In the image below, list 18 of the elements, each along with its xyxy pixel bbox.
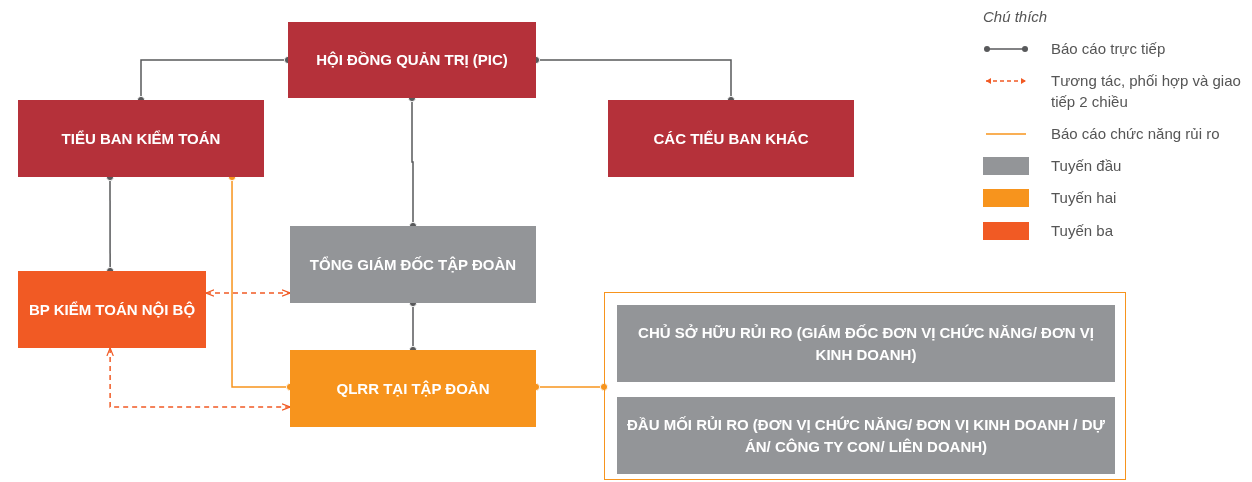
board-box: HỘI ĐỒNG QUẢN TRỊ (PIC) [288, 22, 536, 98]
legend-label: Báo cáo chức năng rủi ro [1051, 123, 1220, 144]
legend-title: Chú thích [983, 8, 1048, 25]
legend-label: Tuyến hai [1051, 188, 1117, 209]
legend-label: Tuyến đầu [1051, 156, 1122, 176]
risk-owner-box: CHỦ SỞ HỮU RỦI RO (GIÁM ĐỐC ĐƠN VỊ CHỨC NĂNG/ ĐƠN VỊ KINH DOANH) [617, 305, 1115, 382]
committee-box: CÁC TIỂU BAN KHÁC [608, 100, 854, 177]
group-frame [604, 292, 1126, 480]
dashed-arrow [106, 347, 291, 411]
executive-box: TỔNG GIÁM ĐỐC TẬP ĐOÀN [290, 226, 536, 303]
legend-label: Báo cáo trực tiếp [1051, 39, 1166, 59]
audit-box: BP KIỂM TOÁN NỘI BỘ [18, 271, 206, 348]
legend-label: Tương tác, phối hợp và giao tiếp 2 chiều [1051, 71, 1242, 112]
legend-label: Tuyến ba [1051, 220, 1113, 241]
committee-box: TIỂU BAN KIỂM TOÁN [18, 100, 264, 177]
dashed-arrow [205, 289, 291, 297]
risk-contact-box: ĐẦU MỐI RỦI RO (ĐƠN VỊ CHỨC NĂNG/ ĐƠN VỊ KINH DOANH / DỰ ÁN/ CÔNG TY CON/ LIÊN DOANH) [617, 397, 1115, 474]
risk-management-box: QLRR TẠI TẬP ĐOÀN [290, 350, 536, 427]
